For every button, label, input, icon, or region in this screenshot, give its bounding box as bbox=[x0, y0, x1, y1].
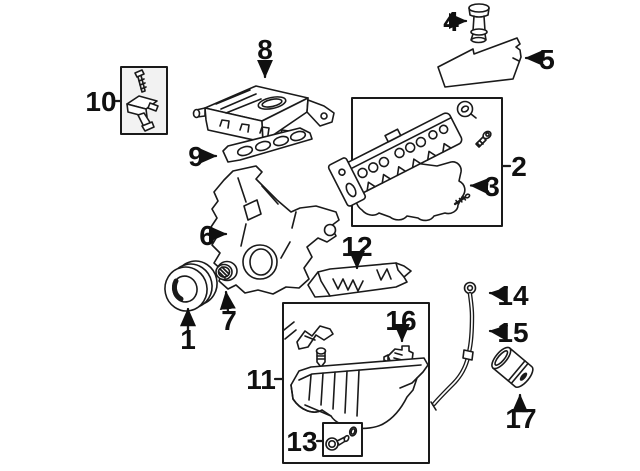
part-oil-cap bbox=[456, 100, 477, 119]
callout-label[interactable]: 17 bbox=[505, 403, 536, 434]
assembly-valve-cover bbox=[327, 97, 503, 227]
part-intake-manifold bbox=[192, 85, 335, 143]
part-windage-tray bbox=[307, 262, 412, 298]
part-valve-cover bbox=[327, 112, 463, 207]
callout-3[interactable]: 3 bbox=[469, 171, 500, 202]
callout-1[interactable]: 1 bbox=[179, 307, 197, 355]
callout-label[interactable]: 1 bbox=[180, 324, 196, 355]
callout-9[interactable]: 9 bbox=[188, 141, 218, 172]
callout-15[interactable]: 15 bbox=[488, 317, 529, 348]
part-pan-bracket bbox=[283, 321, 334, 350]
callout-label[interactable]: 3 bbox=[484, 171, 500, 202]
callout-label[interactable]: 2 bbox=[511, 151, 527, 182]
callout-13[interactable]: 13 bbox=[286, 426, 325, 457]
callout-7[interactable]: 7 bbox=[219, 290, 237, 336]
part-gasket-stud bbox=[453, 193, 471, 206]
callout-17[interactable]: 17 bbox=[505, 393, 537, 434]
part-oil-dipstick bbox=[430, 281, 477, 411]
assembly-camshaft-sensor bbox=[120, 66, 168, 135]
callout-2[interactable]: 2 bbox=[501, 151, 527, 182]
callout-14[interactable]: 14 bbox=[488, 280, 529, 311]
callout-10[interactable]: 10 bbox=[85, 86, 123, 117]
part-oil-filter bbox=[491, 346, 534, 388]
callout-4[interactable]: 4 bbox=[443, 6, 468, 37]
callout-label[interactable]: 7 bbox=[221, 305, 237, 336]
callout-label[interactable]: 12 bbox=[341, 231, 372, 262]
callout-label[interactable]: 9 bbox=[188, 141, 204, 172]
callout-6[interactable]: 6 bbox=[199, 220, 228, 251]
part-engine-appearance-cover bbox=[437, 37, 522, 88]
part-pan-bolt bbox=[315, 347, 327, 368]
part-crank-pulley bbox=[164, 260, 218, 312]
callout-16[interactable]: 16 bbox=[385, 305, 417, 343]
part-drain-plug bbox=[325, 434, 350, 451]
callout-label[interactable]: 14 bbox=[497, 280, 529, 311]
part-timing-cover bbox=[210, 165, 340, 295]
callout-label[interactable]: 5 bbox=[539, 44, 555, 75]
callout-label[interactable]: 16 bbox=[385, 305, 416, 336]
part-oil-pan bbox=[290, 357, 429, 430]
part-crank-seal bbox=[215, 260, 238, 282]
callout-label[interactable]: 8 bbox=[257, 34, 273, 65]
part-valve-cover-bolt bbox=[475, 130, 492, 148]
callout-11[interactable]: 11 bbox=[246, 364, 285, 395]
callout-label[interactable]: 4 bbox=[443, 6, 459, 37]
callout-label[interactable]: 10 bbox=[85, 86, 116, 117]
part-sensor-bolt bbox=[134, 69, 147, 93]
callout-label[interactable]: 11 bbox=[246, 364, 276, 395]
callout-label[interactable]: 15 bbox=[497, 317, 528, 348]
part-camshaft-sensor bbox=[126, 95, 159, 132]
assembly-drain-plug bbox=[322, 422, 363, 457]
callout-8[interactable]: 8 bbox=[256, 34, 274, 79]
callout-label[interactable]: 6 bbox=[199, 220, 215, 251]
callout-label[interactable]: 13 bbox=[286, 426, 317, 457]
part-drain-plug-oring bbox=[348, 426, 358, 437]
callout-12[interactable]: 12 bbox=[341, 231, 373, 270]
part-oil-filler-tube bbox=[468, 3, 490, 44]
part-intake-gasket bbox=[222, 127, 313, 163]
callout-5[interactable]: 5 bbox=[524, 44, 555, 75]
